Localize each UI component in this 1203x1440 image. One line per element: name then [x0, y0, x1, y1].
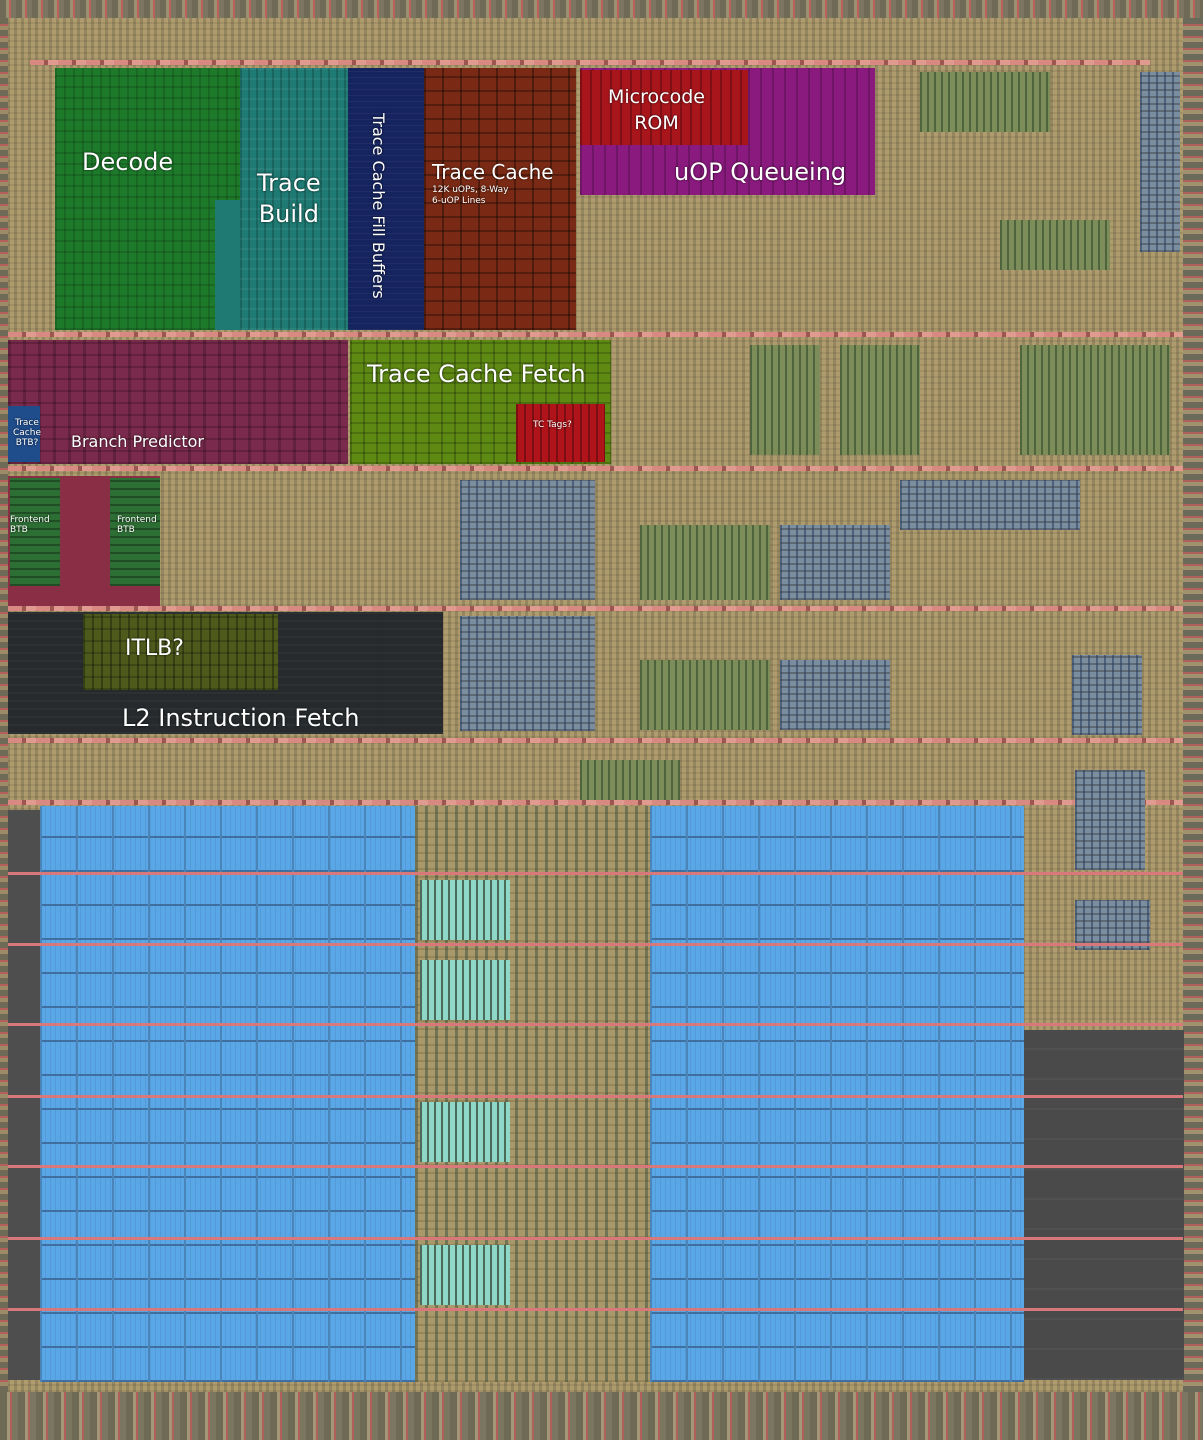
trace-cache-fill-buffers-block: Trace Cache Fill Buffers [348, 68, 424, 330]
trace-cache-note: 12K uOPs, 8-Way 6-uOP Lines [432, 185, 509, 206]
cache-divider [8, 872, 1183, 875]
logic-block [1072, 655, 1142, 735]
routing-strip [30, 60, 1150, 65]
l2-instruction-fetch-block: L2 Instruction Fetch [8, 612, 443, 734]
trace-build-block: Trace Build [240, 68, 348, 330]
logic-block [750, 345, 820, 455]
itlb-label: ITLB? [125, 636, 184, 661]
cache-tag-array [420, 960, 510, 1020]
trace-cache-fetch-label: Trace Cache Fetch [367, 360, 586, 388]
cache-tag-array [420, 880, 510, 940]
logic-block [460, 480, 595, 600]
frontend-btb-label-1: Frontend BTB [10, 515, 50, 535]
die-dark-region-right [1024, 1030, 1184, 1380]
cache-divider [8, 1308, 1183, 1311]
frontend-btb-block-2: Frontend BTB [110, 478, 160, 586]
routing-strip [8, 738, 1183, 743]
trace-cache-block: Trace Cache 12K uOPs, 8-Way 6-uOP Lines [424, 68, 576, 330]
cache-divider [8, 1237, 1183, 1240]
frontend-btb-label-2: Frontend BTB [117, 515, 157, 535]
logic-block [460, 616, 595, 731]
cache-array-right [650, 806, 1024, 1382]
logic-block [1140, 72, 1180, 252]
die-edge-left [0, 18, 8, 1392]
die-edge-bottom [0, 1392, 1203, 1440]
branch-predictor-block: Branch Predictor [8, 340, 348, 464]
logic-block [780, 660, 890, 730]
logic-block [900, 480, 1080, 530]
uop-queueing-label: uOP Queueing [674, 158, 847, 186]
logic-block [840, 345, 920, 455]
trace-cache-fetch-block: Trace Cache Fetch [350, 340, 611, 464]
cache-array-left [40, 806, 415, 1382]
die-edge-right [1183, 18, 1203, 1392]
logic-block [1075, 900, 1150, 950]
routing-strip [8, 606, 1183, 611]
logic-block [580, 760, 680, 800]
itlb-block: ITLB? [83, 614, 278, 690]
logic-block [1075, 770, 1145, 870]
logic-block [920, 72, 1050, 132]
routing-strip [8, 466, 1183, 471]
routing-strip [8, 332, 1183, 337]
logic-block [1020, 345, 1170, 455]
decode-block: Decode [55, 68, 240, 330]
decode-label: Decode [82, 148, 174, 176]
trace-cache-btb-label: Trace Cache BTB? [13, 418, 41, 448]
logic-block [640, 660, 770, 730]
trace-cache-btb-block: Trace Cache BTB? [8, 406, 41, 462]
routing-strip [8, 800, 1183, 805]
cache-divider [8, 1165, 1183, 1168]
trace-cache-fill-buffers-label: Trace Cache Fill Buffers [369, 113, 388, 299]
logic-block [1000, 220, 1110, 270]
logic-block [780, 525, 890, 600]
l2-instruction-fetch-label: L2 Instruction Fetch [122, 704, 360, 732]
cache-tag-array [420, 1245, 510, 1305]
die-edge-top [0, 0, 1203, 18]
cache-divider [8, 943, 1183, 946]
trace-build-label: Trace Build [257, 169, 321, 228]
microcode-rom-block: Microcode ROM [580, 70, 748, 145]
logic-block [640, 525, 770, 600]
tc-tags-label: TC Tags? [533, 420, 572, 430]
cache-divider [8, 1023, 1183, 1026]
branch-predictor-label: Branch Predictor [71, 432, 204, 451]
tc-tags-block: TC Tags? [516, 404, 605, 462]
cache-divider [8, 1095, 1183, 1098]
microcode-rom-label: Microcode ROM [608, 86, 705, 134]
trace-cache-label: Trace Cache [432, 160, 554, 184]
frontend-btb-block-1: Frontend BTB [10, 478, 60, 586]
cache-tag-array [420, 1102, 510, 1162]
